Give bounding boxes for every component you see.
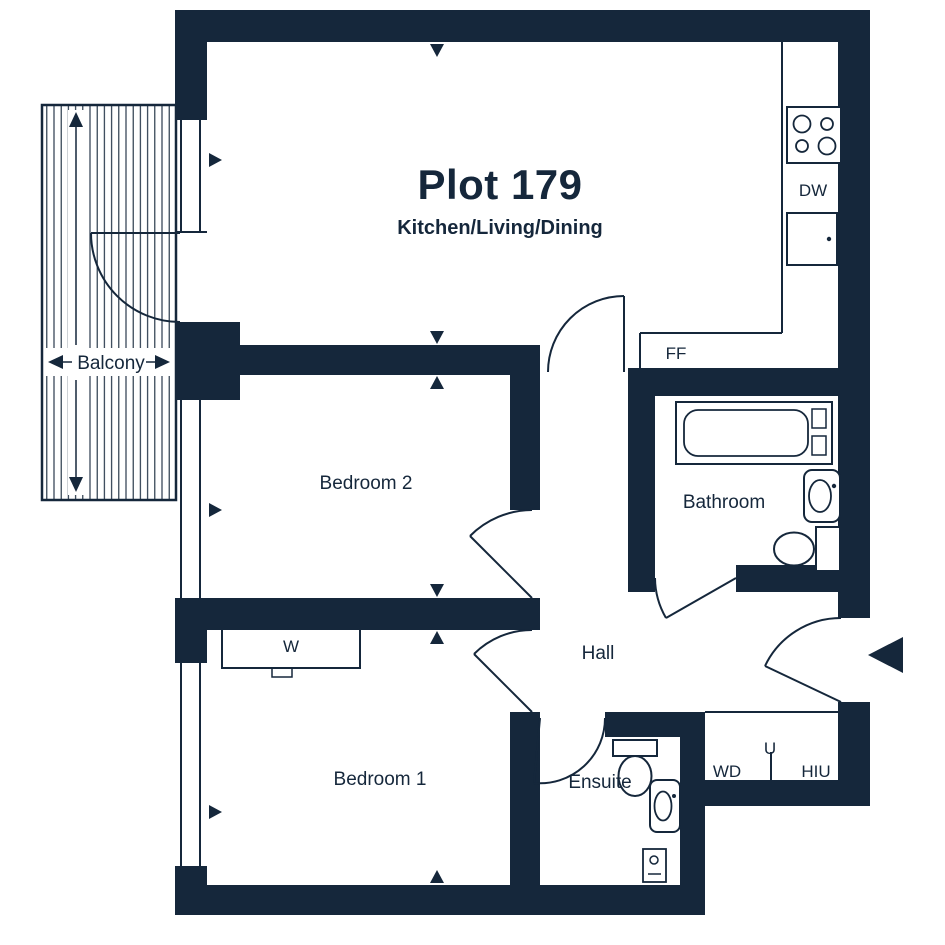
label-hiu: HIU <box>801 762 830 781</box>
window-bedroom2 <box>180 400 201 598</box>
wall-marker-bed2-above <box>430 331 444 344</box>
door-swing-balcony <box>90 232 181 323</box>
wall-marker-left-bed1 <box>209 805 222 819</box>
door-swing-bathroom <box>654 577 737 619</box>
ensuite-fixtures <box>612 739 681 883</box>
balcony-decking <box>40 103 178 502</box>
arrow-left-icon <box>48 355 63 369</box>
kitchen-fixtures <box>639 42 842 368</box>
arrow-right-icon <box>155 355 170 369</box>
wall-marker-left-kitchen <box>209 153 222 167</box>
balcony-dimension-horizontal <box>48 355 170 369</box>
label-bedroom2: Bedroom 2 <box>320 473 413 494</box>
label-balcony: Balcony <box>77 353 145 374</box>
label-fridge-freezer: FF <box>666 344 687 363</box>
balcony-dimension-vertical <box>69 112 83 492</box>
label-dishwasher: DW <box>799 181 827 200</box>
wall-bathroom-bottom <box>736 565 870 592</box>
door-swing-entry <box>764 616 842 703</box>
wall-left-bottom <box>175 866 207 915</box>
ensuite-sink-icon <box>649 779 681 833</box>
wall-bottom <box>175 885 705 915</box>
walls <box>175 10 870 915</box>
wall-bottom-right <box>680 780 870 806</box>
wall-marker-divider-above <box>430 584 444 597</box>
wall-bathroom-top <box>628 368 870 396</box>
arrow-down-icon <box>69 477 83 492</box>
utility-cupboard <box>705 711 838 780</box>
wall-marker-bed2-below <box>430 376 444 389</box>
wall-marker-bottom <box>430 870 444 883</box>
wall-bathroom-left <box>628 368 655 592</box>
wall-ensuite-top <box>605 712 705 737</box>
windows <box>175 120 207 866</box>
wall-bedroom-divider <box>175 598 540 630</box>
wall-marker-left-bed2 <box>209 503 222 517</box>
wall-ensuite-left <box>510 712 540 915</box>
wall-left-top <box>175 10 207 120</box>
wall-top <box>175 10 870 42</box>
wall-ensuite-right <box>680 712 705 915</box>
door-swing-ensuite <box>533 717 607 785</box>
wall-markers <box>209 44 444 883</box>
label-bedroom1: Bedroom 1 <box>334 769 427 790</box>
wardrobe-door-detail <box>271 667 293 678</box>
main-room-label: Kitchen/Living/Dining <box>397 217 603 239</box>
balcony-area <box>40 103 178 502</box>
window-kitchen <box>175 120 207 233</box>
label-washer-dryer: WD <box>713 762 741 781</box>
bathtub-icon <box>675 401 833 465</box>
label-wardrobe: W <box>283 637 299 656</box>
window-bedroom1 <box>180 663 201 866</box>
label-ensuite: Ensuite <box>568 772 631 793</box>
wall-marker-divider-below <box>430 631 444 644</box>
door-swing-kitchen <box>547 295 625 373</box>
wall-marker-top <box>430 44 444 57</box>
labels: Plot 179 Kitchen/Living/Dining Balcony B… <box>77 161 830 793</box>
ensuite-unit-icon <box>642 848 667 883</box>
bathroom-toilet-icon <box>773 526 841 572</box>
page-title: Plot 179 <box>417 161 582 208</box>
wall-bedroom2-top <box>175 345 540 375</box>
wall-right-upper <box>838 10 870 618</box>
ensuite-toilet-icon <box>612 739 658 797</box>
label-hall: Hall <box>582 643 615 664</box>
wardrobe-outline <box>221 630 361 678</box>
wall-bedroom2-right <box>510 345 540 510</box>
entrance-arrow-icon <box>868 637 903 673</box>
hob-icon <box>786 106 842 164</box>
bathroom-sink-icon <box>803 469 841 523</box>
door-swing-bedroom1 <box>473 628 533 713</box>
bathroom-fixtures <box>675 401 841 572</box>
door-swing-bedroom2 <box>469 509 533 599</box>
doors <box>90 232 842 785</box>
label-bathroom: Bathroom <box>683 492 765 513</box>
dishwasher-icon <box>786 212 838 266</box>
arrow-up-icon <box>69 112 83 127</box>
label-utility: U <box>764 739 776 758</box>
